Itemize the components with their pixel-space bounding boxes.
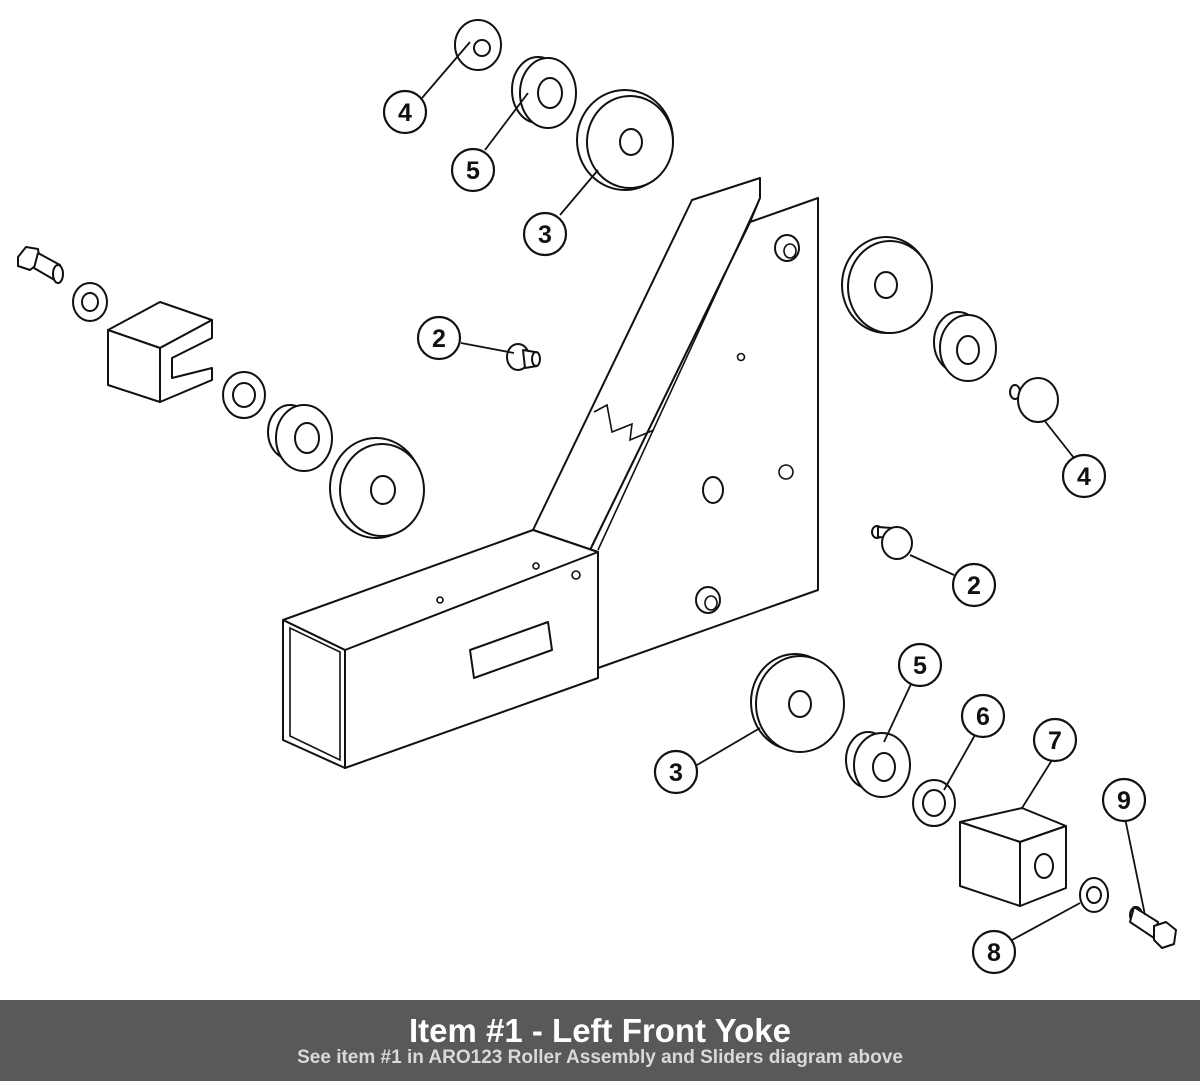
roller-upper-left xyxy=(576,89,674,191)
callout-3-lower: 3 xyxy=(653,749,699,795)
pin-upper xyxy=(506,343,541,371)
roller-left xyxy=(329,437,425,539)
roller-right-upper xyxy=(841,236,933,334)
slider-bracket-left xyxy=(107,301,213,403)
callout-label: 6 xyxy=(976,703,990,731)
bolt-right xyxy=(1129,906,1177,949)
bolt-left xyxy=(17,246,64,284)
callout-label: 5 xyxy=(466,157,480,185)
callout-label: 8 xyxy=(987,939,1001,967)
washer-small xyxy=(1079,877,1109,913)
caption-subtitle: See item #1 in ARO123 Roller Assembly an… xyxy=(297,1047,903,1068)
bushing-lower-right xyxy=(845,731,911,798)
washer-left xyxy=(72,282,108,322)
caption-bar: Item #1 - Left Front Yoke See item #1 in… xyxy=(0,1000,1200,1081)
callout-4-upper: 4 xyxy=(382,89,428,135)
yoke-frame xyxy=(282,177,819,769)
callout-label: 3 xyxy=(538,221,552,249)
cap-right xyxy=(1009,377,1059,423)
callout-9: 9 xyxy=(1101,777,1147,823)
callout-label: 3 xyxy=(669,759,683,787)
bushing-left xyxy=(267,404,333,472)
washer-left-large xyxy=(222,371,266,419)
callout-label: 5 xyxy=(913,652,927,680)
slider-block xyxy=(959,807,1067,907)
callout-label: 4 xyxy=(398,99,412,127)
callout-label: 2 xyxy=(432,325,446,353)
leader-lines xyxy=(421,41,1146,941)
callout-4-right: 4 xyxy=(1061,453,1107,499)
callout-6: 6 xyxy=(960,693,1006,739)
callout-5-upper: 5 xyxy=(450,147,496,193)
roller-lower-right xyxy=(750,653,845,753)
callout-3-upper: 3 xyxy=(522,211,568,257)
callout-8: 8 xyxy=(971,929,1017,975)
callout-label: 2 xyxy=(967,572,981,600)
callout-5-lower: 5 xyxy=(897,642,943,688)
callout-label: 7 xyxy=(1048,727,1062,755)
callout-2-lower: 2 xyxy=(951,562,997,608)
exploded-parts-diagram: 4 5 3 2 4 2 5 6 7 3 9 8 xyxy=(17,19,1177,975)
cap-upper-left xyxy=(454,19,502,71)
bushing-right-upper xyxy=(933,311,997,382)
washer-lower-right xyxy=(912,779,956,827)
callout-label: 4 xyxy=(1077,463,1091,491)
bushing-upper-left xyxy=(511,56,577,129)
callout-label: 9 xyxy=(1117,787,1131,815)
pin-lower xyxy=(871,525,913,560)
callout-2-upper: 2 xyxy=(416,315,462,361)
callout-7: 7 xyxy=(1032,717,1078,763)
caption-title: Item #1 - Left Front Yoke xyxy=(408,1012,791,1049)
